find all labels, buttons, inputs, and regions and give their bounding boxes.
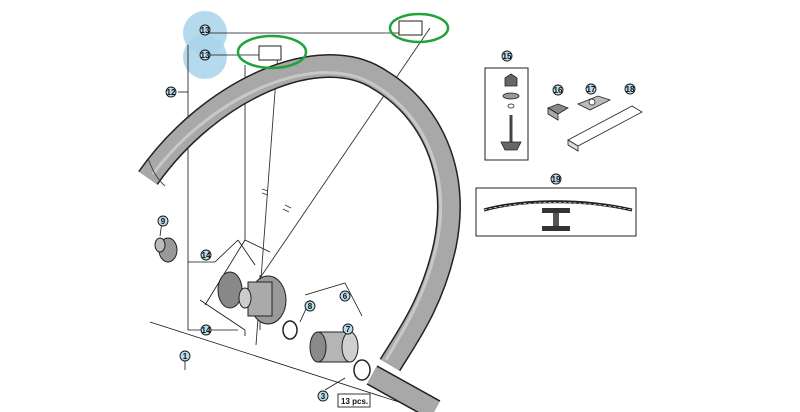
svg-text:13 pcs.: 13 pcs. <box>341 397 368 406</box>
svg-text:14: 14 <box>202 251 211 260</box>
svg-text:3: 3 <box>321 392 326 401</box>
svg-text:1: 1 <box>183 352 188 361</box>
svg-text:15: 15 <box>503 52 512 61</box>
callout-12: 12 <box>165 86 177 98</box>
spoke-label-box-left <box>258 45 282 61</box>
callout-14-top: 14 <box>200 249 212 261</box>
spoke-break-marks <box>261 188 292 213</box>
highlight-ring-right <box>388 12 450 44</box>
svg-text:8: 8 <box>308 302 313 311</box>
highlight-ring-left <box>236 34 308 70</box>
svg-text:13: 13 <box>201 26 210 35</box>
tool-part <box>577 95 612 111</box>
svg-text:13: 13 <box>201 51 210 60</box>
svg-text:17: 17 <box>587 85 596 94</box>
callout-19: 19 <box>550 173 562 185</box>
callout-15: 15 <box>501 50 513 62</box>
svg-text:9: 9 <box>161 217 166 226</box>
rim-edge-left <box>147 157 166 187</box>
hub-body <box>217 271 287 325</box>
callout-13-top: 13 <box>199 24 211 36</box>
callout-13-bottom: 13 <box>199 49 211 61</box>
rim-tape-part <box>567 105 643 152</box>
callout-9: 9 <box>157 215 169 227</box>
callout-14-bottom: 14 <box>200 324 212 336</box>
callout-8: 8 <box>304 300 316 312</box>
freehub <box>309 331 359 363</box>
svg-text:14: 14 <box>202 326 211 335</box>
valve-group-box <box>484 67 529 161</box>
callout-18: 18 <box>624 83 636 95</box>
quantity-label: 13 pcs. <box>337 393 371 408</box>
callout-17: 17 <box>585 83 597 95</box>
svg-text:12: 12 <box>167 88 176 97</box>
lockring-washer <box>282 320 371 381</box>
decal-box <box>475 187 637 237</box>
spoke-label-box-right <box>398 20 423 36</box>
callout-16: 16 <box>552 84 564 96</box>
svg-text:19: 19 <box>552 175 561 184</box>
axle-end-left <box>154 237 178 263</box>
svg-text:6: 6 <box>343 292 348 301</box>
callout-3: 3 <box>317 390 329 402</box>
svg-text:16: 16 <box>554 86 563 95</box>
callout-6: 6 <box>339 290 351 302</box>
svg-text:18: 18 <box>626 85 635 94</box>
callout-1: 1 <box>179 350 191 362</box>
spoke-key-part <box>547 103 569 121</box>
svg-text:7: 7 <box>346 325 351 334</box>
callout-7: 7 <box>342 323 354 335</box>
